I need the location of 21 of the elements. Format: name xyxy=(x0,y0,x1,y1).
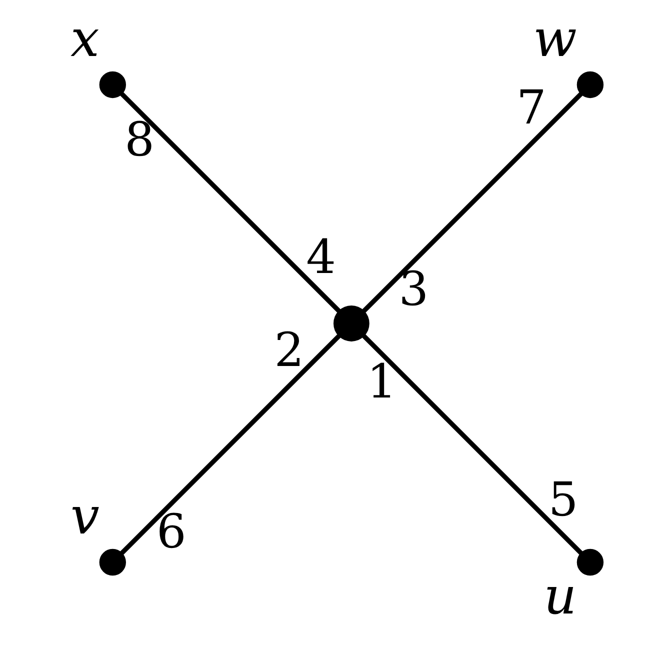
label: 6 xyxy=(156,504,186,560)
connector xyxy=(119,334,340,556)
label: 8 xyxy=(124,112,154,168)
connector xyxy=(361,334,583,556)
connector xyxy=(119,92,340,313)
node-circle xyxy=(576,71,604,98)
node-circle xyxy=(576,548,604,576)
node-label: x xyxy=(70,10,99,69)
label: 4 xyxy=(306,230,336,286)
label: 1 xyxy=(366,354,396,410)
node-label: v xyxy=(70,487,99,546)
node-circle xyxy=(332,306,369,342)
node-circle xyxy=(98,548,126,576)
node-circle xyxy=(98,71,126,98)
node-label: u xyxy=(543,567,576,626)
label: 5 xyxy=(548,472,578,528)
node-label: w xyxy=(532,10,576,69)
label: 3 xyxy=(398,262,428,318)
connector xyxy=(361,92,583,313)
label: 2 xyxy=(274,322,304,378)
label: 7 xyxy=(516,80,546,136)
